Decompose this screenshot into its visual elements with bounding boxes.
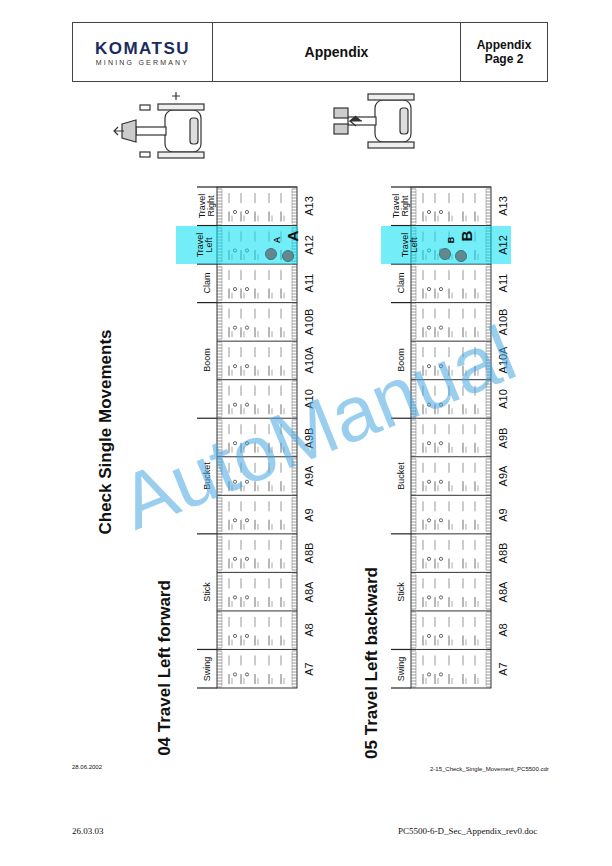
group-label: Travel Right — [392, 189, 411, 223]
card-slot-label: A11 — [497, 274, 509, 293]
group-label: Clam — [202, 273, 212, 294]
callout-letter: A — [284, 231, 301, 242]
card-slot-label: A7 — [497, 662, 509, 675]
card-slot-label: A8A — [303, 581, 315, 602]
card-slot-label: A8 — [303, 623, 315, 636]
callout-letter: B — [446, 237, 456, 244]
card-slot-label: A10A — [303, 347, 315, 374]
led-dot — [440, 249, 451, 260]
step-heading: 05 Travel Left backward — [362, 567, 382, 759]
card-slot-label: A8 — [497, 623, 509, 636]
group-label: Clam — [396, 273, 406, 294]
watermark: AutoManual — [108, 308, 528, 548]
group-label: Travel Left — [401, 228, 420, 262]
header-text: Appendix Page 2 — [471, 38, 537, 67]
file-name: 2-15_Check_Single_Movement_PC5500.cdr — [430, 766, 549, 772]
card-slot-label: A8B — [497, 543, 509, 564]
callout-letter: B — [458, 231, 475, 242]
group-label: Stick — [202, 582, 212, 602]
card-slot-label: A12 — [303, 235, 315, 255]
led-dot — [456, 251, 467, 262]
group-label: Swing — [396, 656, 406, 681]
card-slot-label: A9B — [497, 427, 509, 448]
header-text: Appendix — [305, 44, 369, 60]
logo-subtitle: MINING GERMANY — [96, 59, 189, 66]
group-label: Bucket — [396, 462, 406, 490]
group-label: Boom — [202, 349, 212, 373]
header-cell: Appendix Page 2 — [460, 22, 548, 82]
date-note: 28.06.2002 — [72, 764, 102, 770]
date-note: 26.03.03 — [72, 826, 104, 836]
card-slot-label: A9A — [497, 466, 509, 487]
group-label: Travel Right — [198, 189, 217, 223]
page-title: Check Single Movements — [96, 329, 116, 534]
card-slot-label: A11 — [303, 274, 315, 293]
excavator-icon — [114, 92, 204, 158]
header-cell: KOMATSUMINING GERMANY — [72, 22, 213, 82]
company-logo: KOMATSU — [95, 39, 190, 59]
card-slot-label: A9 — [497, 508, 509, 521]
group-label: Travel Left — [196, 228, 215, 262]
led-dot — [266, 249, 277, 260]
card-slot-label: A9 — [303, 508, 315, 521]
card-slot-label: A8A — [497, 581, 509, 602]
excavator-icon — [334, 94, 414, 148]
group-label: Stick — [396, 582, 406, 602]
highlight-band: Travel Left — [381, 226, 511, 265]
header-cell: Appendix — [212, 22, 461, 82]
led-dot — [283, 251, 294, 262]
card-slot-label: A13 — [497, 196, 509, 216]
card-slot-label: A10B — [303, 308, 315, 335]
step-heading: 04 Travel Left forward — [155, 580, 175, 756]
group-label: Swing — [202, 656, 212, 681]
file-name: PC5500-6-D_Sec_Appendix_rev0.doc — [398, 826, 537, 836]
card-slot-label: A13 — [303, 196, 315, 216]
highlight-band: Travel Left — [176, 226, 298, 265]
card-slot-label: A8B — [303, 543, 315, 564]
card-slot-label: A7 — [303, 662, 315, 675]
callout-letter: A — [272, 237, 282, 244]
card-slot-label: A12 — [497, 235, 509, 255]
